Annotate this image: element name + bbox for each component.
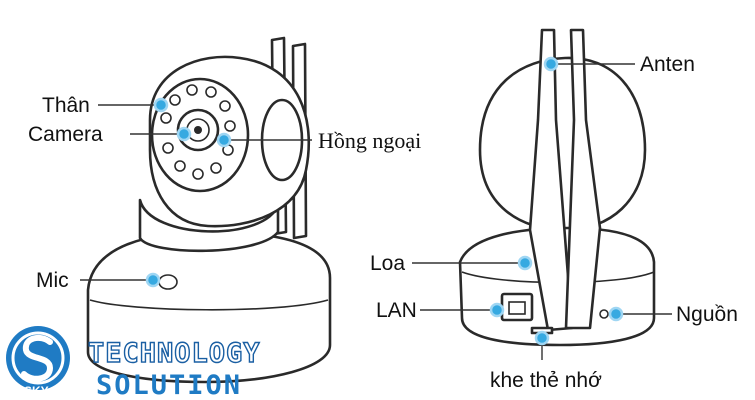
marker-anten [543,56,559,72]
marker-loa [517,255,533,271]
label-than: Thân [42,94,90,117]
label-anten: Anten [640,53,695,76]
label-nguon: Nguồn [676,303,738,326]
back-antenna-2 [564,28,602,330]
marker-nguon [608,306,624,322]
marker-than [153,97,169,113]
logo-s-icon [21,334,54,382]
logo-line1: TECHNOLOGY [88,338,261,369]
marker-hong-ngoai [216,132,232,148]
back-antenna-1 [528,28,574,332]
back-head [478,56,647,232]
label-camera: Camera [28,123,103,146]
label-mic: Mic [36,269,69,292]
sky-technology-logo: SKY TECHNOLOGY SOLUTION [6,326,261,400]
label-hong-ngoai: Hồng ngoại [318,128,421,153]
logo-line2: SOLUTION [96,370,242,400]
logo-badge-text: SKY [24,384,49,398]
back-camera-illustration [458,28,656,347]
marker-khe-the-nho [534,330,550,346]
ir-led-ring [160,84,236,180]
marker-lan [489,302,505,318]
label-lan: LAN [376,299,417,322]
label-loa: Loa [370,252,405,275]
front-neck [138,198,280,253]
front-camera-illustration [86,36,332,384]
marker-mic [145,272,161,288]
power-jack [599,309,609,319]
label-khe-the-nho: khe thẻ nhớ [490,369,602,392]
marker-camera [176,126,192,142]
lan-port [500,292,534,322]
